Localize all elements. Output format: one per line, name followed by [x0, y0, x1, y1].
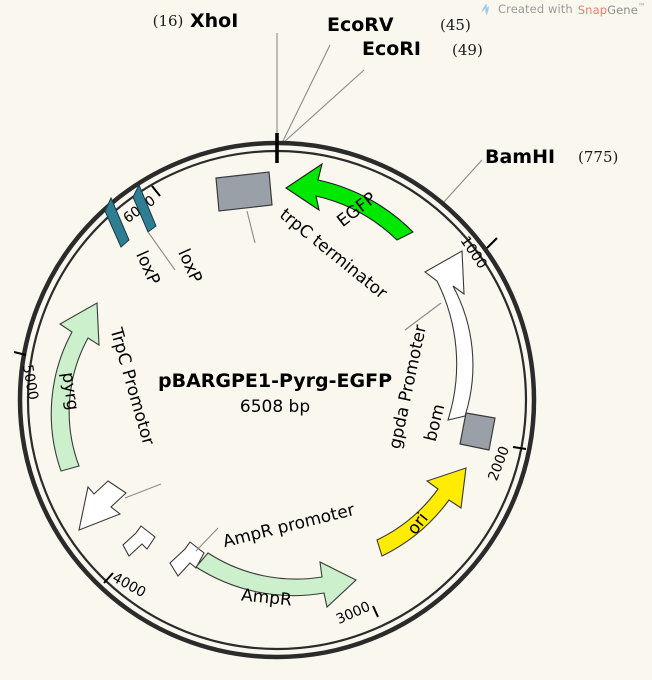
feature-arrow-trpc-promotor: [78, 480, 127, 531]
enzyme-position-xhoi: (16): [153, 12, 184, 30]
enzyme-name-bamhi: BamHI: [485, 146, 555, 168]
tick-mark-6000: [151, 185, 161, 197]
snapgene-watermark: Created with SnapGene™: [481, 2, 646, 17]
feature-arrow-ampr: [195, 552, 357, 609]
watermark-brand-snap: Snap: [577, 2, 608, 17]
leader-line-ecori: [282, 69, 365, 144]
leader-line-ecorv: [281, 44, 331, 144]
enzyme-position-ecorv: (45): [440, 16, 471, 34]
feature-arrow-ampr-promoter: [169, 541, 205, 577]
feature-label-loxp-1: loxP: [131, 248, 163, 288]
feature-arrow-egfp: [285, 162, 414, 241]
enzyme-label-ecorv[interactable]: EcoRV (45): [327, 14, 471, 36]
feature-arrow-gpda-promoter: [423, 250, 474, 421]
watermark-brand: SnapGene™: [578, 2, 646, 17]
enzyme-position-bamhi: (775): [578, 148, 618, 166]
enzyme-labels: (16) XhoI EcoRV (45) EcoRI (49) BamHI (7…: [153, 10, 619, 168]
enzyme-label-xhoi[interactable]: (16) XhoI: [153, 10, 239, 32]
tick-mark-4000: [103, 572, 114, 584]
plasmid-center-label: pBARGPE1-Pyrg-EGFP 6508 bp: [158, 370, 392, 417]
enzyme-position-ecori: (49): [452, 41, 483, 59]
leader-line-ampr-promoter: [195, 527, 219, 552]
enzyme-label-bamhi[interactable]: BamHI (775): [485, 146, 618, 168]
tick-label-3000: 3000: [334, 599, 373, 628]
enzyme-label-ecori[interactable]: EcoRI (49): [362, 38, 483, 60]
leader-line-trpc-terminator: [246, 210, 256, 244]
plasmid-name: pBARGPE1-Pyrg-EGFP: [158, 370, 392, 392]
watermark-tm: ™: [637, 2, 646, 11]
feature-egfp[interactable]: EGFP: [285, 162, 414, 241]
watermark-brand-gene: Gene: [607, 2, 638, 17]
feature-arrow-ori: [376, 467, 467, 557]
feature-arrow-small-left[interactable]: [122, 525, 156, 557]
feature-label-trpc-promotor: TrpC Promotor: [105, 325, 158, 448]
feature-label-ampr: AmpR: [240, 585, 293, 610]
watermark-prefix: Created with: [498, 2, 573, 17]
feature-ampr[interactable]: AmpR: [195, 552, 357, 611]
tick-mark-2000: [512, 446, 527, 450]
tick-label-5000: 5000: [19, 363, 41, 401]
tick-label-4000: 4000: [109, 570, 148, 601]
feature-arrow-loxp-2: [132, 183, 157, 233]
leader-line-trpc-promotor: [124, 483, 162, 499]
snapgene-logo-icon: [481, 3, 493, 16]
enzyme-name-xhoi: XhoI: [190, 10, 238, 32]
tick-mark-3000: [372, 605, 379, 618]
enzyme-name-ecorv: EcoRV: [327, 14, 394, 36]
feature-box-bom: [459, 412, 496, 451]
feature-ori[interactable]: ori: [376, 467, 467, 557]
feature-arrow-loxp-1: [104, 196, 130, 248]
feature-arrow-pyrg: [50, 302, 100, 472]
feature-label-bom: bom: [421, 402, 450, 443]
plasmid-size: 6508 bp: [240, 397, 310, 417]
enzyme-leader-lines: [276, 33, 483, 204]
feature-arrow-unlabeled-left: [122, 525, 156, 557]
feature-box-trpc-terminator: [215, 171, 273, 212]
leader-line-loxp-2: [147, 231, 176, 271]
feature-pyrg[interactable]: pyrg: [50, 302, 100, 472]
tick-mark-1000: [486, 237, 498, 249]
leader-line-bamhi: [442, 159, 483, 204]
feature-label-ampr-promoter: AmpR promoter: [221, 500, 357, 552]
leader-line-gpda-promoter: [404, 302, 442, 331]
enzyme-name-ecori: EcoRI: [362, 38, 421, 60]
feature-trpc-promotor[interactable]: TrpC Promotor: [78, 325, 162, 531]
feature-label-loxp-2: loxP: [173, 246, 205, 286]
tick-mark-5000: [13, 351, 27, 356]
